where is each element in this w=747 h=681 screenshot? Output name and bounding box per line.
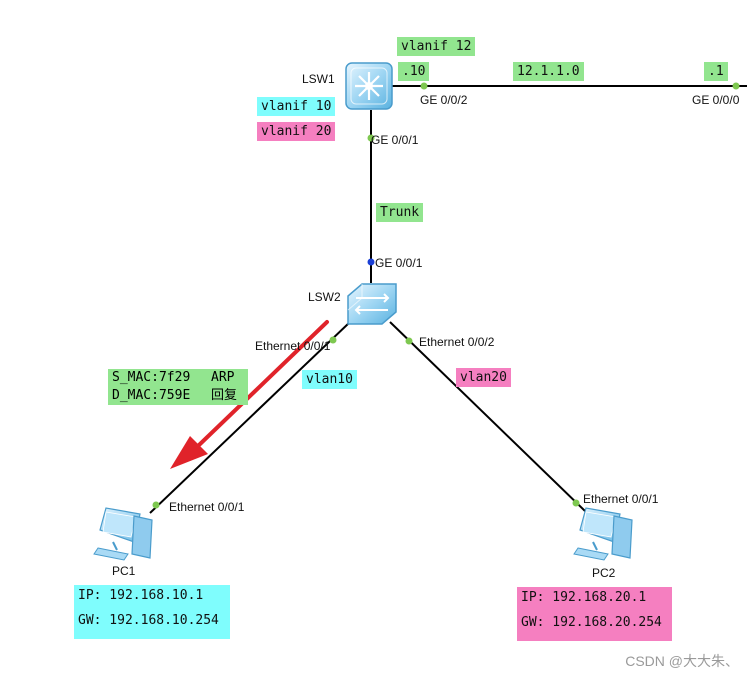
pc2-ip-box: IP: 192.168.20.1 GW: 192.168.20.254 <box>517 587 672 641</box>
pc1-computer-icon[interactable] <box>93 507 153 561</box>
pc1-label: PC1 <box>112 564 136 578</box>
port-dot-lsw2-eth001 <box>329 336 337 344</box>
port-dot-lsw2-ge001 <box>367 258 375 266</box>
vlanif20-tag: vlanif 20 <box>257 122 336 141</box>
vlanif10-tag: vlanif 10 <box>257 97 336 116</box>
pc1-gw: GW: 192.168.10.254 <box>78 613 219 628</box>
arp-smac: S_MAC:7f29 <box>112 370 191 385</box>
port-dot-lsw1-ge002 <box>420 82 428 90</box>
lsw1-ge002-label: GE 0/0/2 <box>420 93 468 107</box>
lsw2-switch-icon[interactable] <box>347 283 397 325</box>
vlan20-tag: vlan20 <box>456 368 511 387</box>
arp-label-line1: ARP <box>211 370 235 385</box>
lsw1-label: LSW1 <box>302 72 335 86</box>
lsw1-switch-icon[interactable] <box>345 62 393 110</box>
subnet-tag: 12.1.1.0 <box>513 62 584 81</box>
arp-reply-arrow <box>170 320 329 469</box>
vlanif12-tag: vlanif 12 <box>397 37 476 56</box>
pc1-eth001-label: Ethernet 0/0/1 <box>169 500 245 514</box>
pc2-gw: GW: 192.168.20.254 <box>521 615 662 630</box>
port-dot-pc2-eth001 <box>572 499 580 507</box>
lsw1-ip-tag: .10 <box>398 62 430 81</box>
peer-ip-tag: .1 <box>704 62 728 81</box>
lsw2-eth002-label: Ethernet 0/0/2 <box>419 335 495 349</box>
port-dot-lsw2-eth002 <box>405 337 413 345</box>
lsw2-eth001-label: Ethernet 0/0/1 <box>255 339 331 353</box>
vlan10-tag: vlan10 <box>302 370 357 389</box>
lsw2-ge001-label: GE 0/0/1 <box>375 256 423 270</box>
port-dot-peer-ge000 <box>732 82 740 90</box>
port-dot-lsw1-ge001 <box>367 134 375 142</box>
link-lsw2-pc1 <box>149 321 351 514</box>
pc1-ip: IP: 192.168.10.1 <box>78 588 204 603</box>
lsw1-ge001-label: GE 0/0/1 <box>371 133 419 147</box>
lsw2-label: LSW2 <box>308 290 341 304</box>
arp-mac-box: S_MAC:7f29 D_MAC:759E <box>108 369 212 405</box>
arp-label-box: ARP 回复 <box>208 369 248 405</box>
trunk-tag: Trunk <box>376 203 424 222</box>
pc2-eth001-label: Ethernet 0/0/1 <box>583 492 659 506</box>
arp-label-line2: 回复 <box>211 388 238 403</box>
link-lsw2-pc2 <box>389 321 586 512</box>
port-dot-pc1-eth001 <box>152 501 160 509</box>
pc2-label: PC2 <box>592 566 616 580</box>
pc2-ip: IP: 192.168.20.1 <box>521 590 647 605</box>
pc2-computer-icon[interactable] <box>573 507 633 561</box>
watermark: CSDN @大大朱、 <box>625 653 739 669</box>
peer-ge000-label: GE 0/0/0 <box>692 93 740 107</box>
arp-dmac: D_MAC:759E <box>112 388 191 403</box>
pc1-ip-box: IP: 192.168.10.1 GW: 192.168.10.254 <box>74 585 230 639</box>
